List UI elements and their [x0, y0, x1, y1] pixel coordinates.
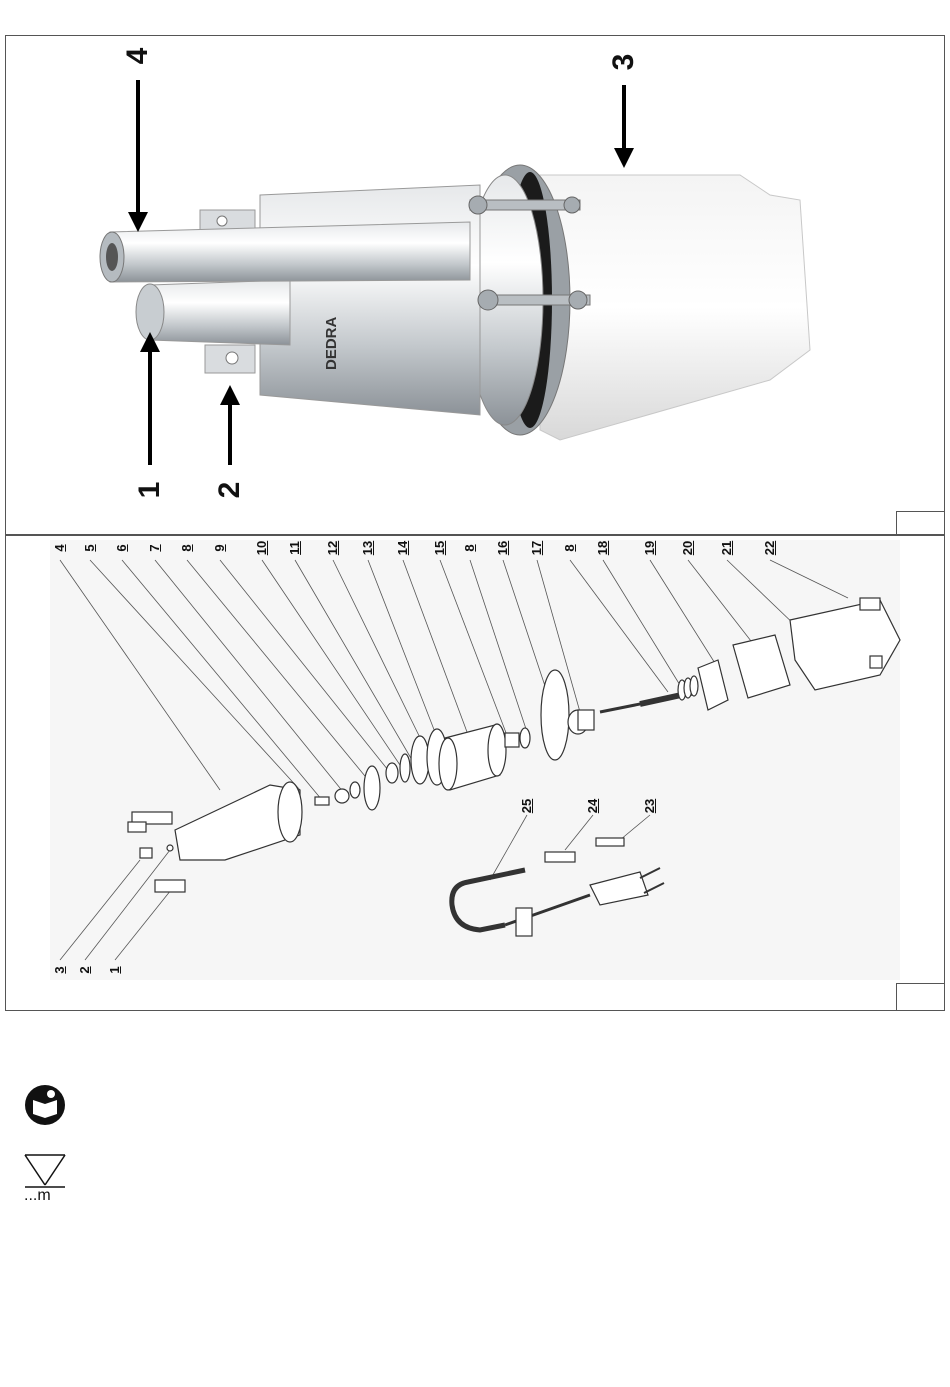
part-label-25: 25 — [519, 795, 535, 817]
part-label-5: 5 — [82, 537, 98, 559]
exploded-diagram — [0, 0, 950, 1020]
part-label-19: 19 — [642, 537, 658, 559]
part-label-9: 9 — [212, 537, 228, 559]
part-label-7: 7 — [147, 537, 163, 559]
depth-triangle-icon — [25, 1155, 65, 1187]
part-label-17: 17 — [529, 537, 545, 559]
part-label-8c: 8 — [562, 537, 578, 559]
part-label-11: 11 — [287, 537, 303, 559]
part-label-15: 15 — [432, 537, 448, 559]
part-label-10: 10 — [254, 537, 270, 559]
part-label-6: 6 — [114, 537, 130, 559]
part-label-8b: 8 — [462, 537, 478, 559]
part-label-13: 13 — [360, 537, 376, 559]
depth-label: ...m — [24, 1187, 51, 1205]
part-label-22: 22 — [762, 537, 778, 559]
part-label-4: 4 — [52, 537, 68, 559]
part-label-1: 1 — [107, 959, 123, 981]
part-label-3: 3 — [52, 959, 68, 981]
part-label-20: 20 — [680, 537, 696, 559]
part-label-12: 12 — [325, 537, 341, 559]
part-label-21: 21 — [719, 537, 735, 559]
part-label-14: 14 — [395, 537, 411, 559]
part-label-16: 16 — [495, 537, 511, 559]
part-label-18: 18 — [595, 537, 611, 559]
part-label-24: 24 — [585, 795, 601, 817]
part-label-23: 23 — [642, 795, 658, 817]
part-label-8a: 8 — [179, 537, 195, 559]
part-label-2: 2 — [77, 959, 93, 981]
